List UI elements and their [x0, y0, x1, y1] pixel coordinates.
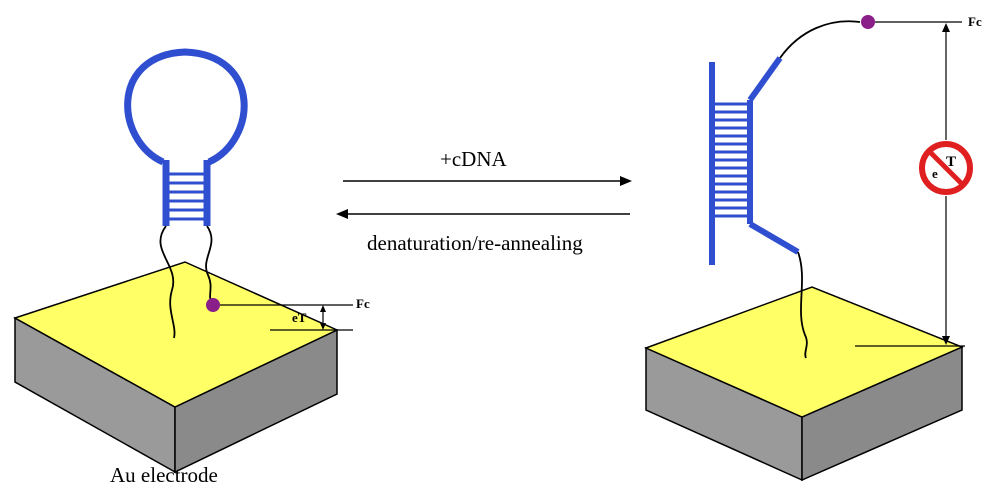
no-et-e-label: e: [932, 166, 938, 181]
hairpin-dna-probe: [124, 48, 248, 339]
fc-label-left: Fc: [356, 296, 370, 311]
stem-base-pairs: [166, 172, 207, 221]
reverse-arrowhead: [336, 209, 348, 219]
et-arrowhead-down: [320, 323, 326, 330]
et-arrowhead-up: [320, 305, 326, 312]
no-electron-transfer-icon: e T: [919, 141, 973, 195]
ferrocene-label-right: [861, 15, 875, 29]
linker-to-surface-right: [797, 251, 808, 359]
hairpin-loop: [124, 48, 248, 166]
fc-label-right: Fc: [968, 14, 982, 29]
right-au-electrode: [644, 286, 964, 482]
et-label-left: eT: [292, 310, 307, 325]
reverse-reaction-label: denaturation/re-annealing: [367, 231, 583, 255]
distance-arrowhead-down: [942, 336, 950, 345]
duplex-dna: [709, 15, 875, 359]
duplex-base-pairs: [712, 102, 750, 218]
electrode-label: Au electrode: [110, 463, 218, 487]
right-electrode-gold-surface: [644, 286, 964, 418]
linker-to-ferrocene-right: [779, 20, 861, 59]
no-et-t-label: T: [946, 154, 956, 170]
right-et-annotation: Fc e T: [855, 14, 982, 347]
distance-arrowhead-up: [942, 23, 950, 32]
forward-reaction-label: +cDNA: [440, 147, 507, 171]
reaction-arrows: +cDNA denaturation/re-annealing: [336, 147, 632, 255]
left-et-annotation: eT Fc: [220, 296, 370, 331]
forward-arrowhead: [620, 176, 632, 186]
probe-lower-extension: [748, 221, 800, 255]
ferrocene-label-left: [206, 298, 220, 312]
linker-to-ferrocene: [205, 225, 213, 304]
probe-upper-extension: [747, 56, 783, 102]
linker-to-surface: [159, 225, 176, 339]
left-au-electrode: [13, 261, 339, 474]
